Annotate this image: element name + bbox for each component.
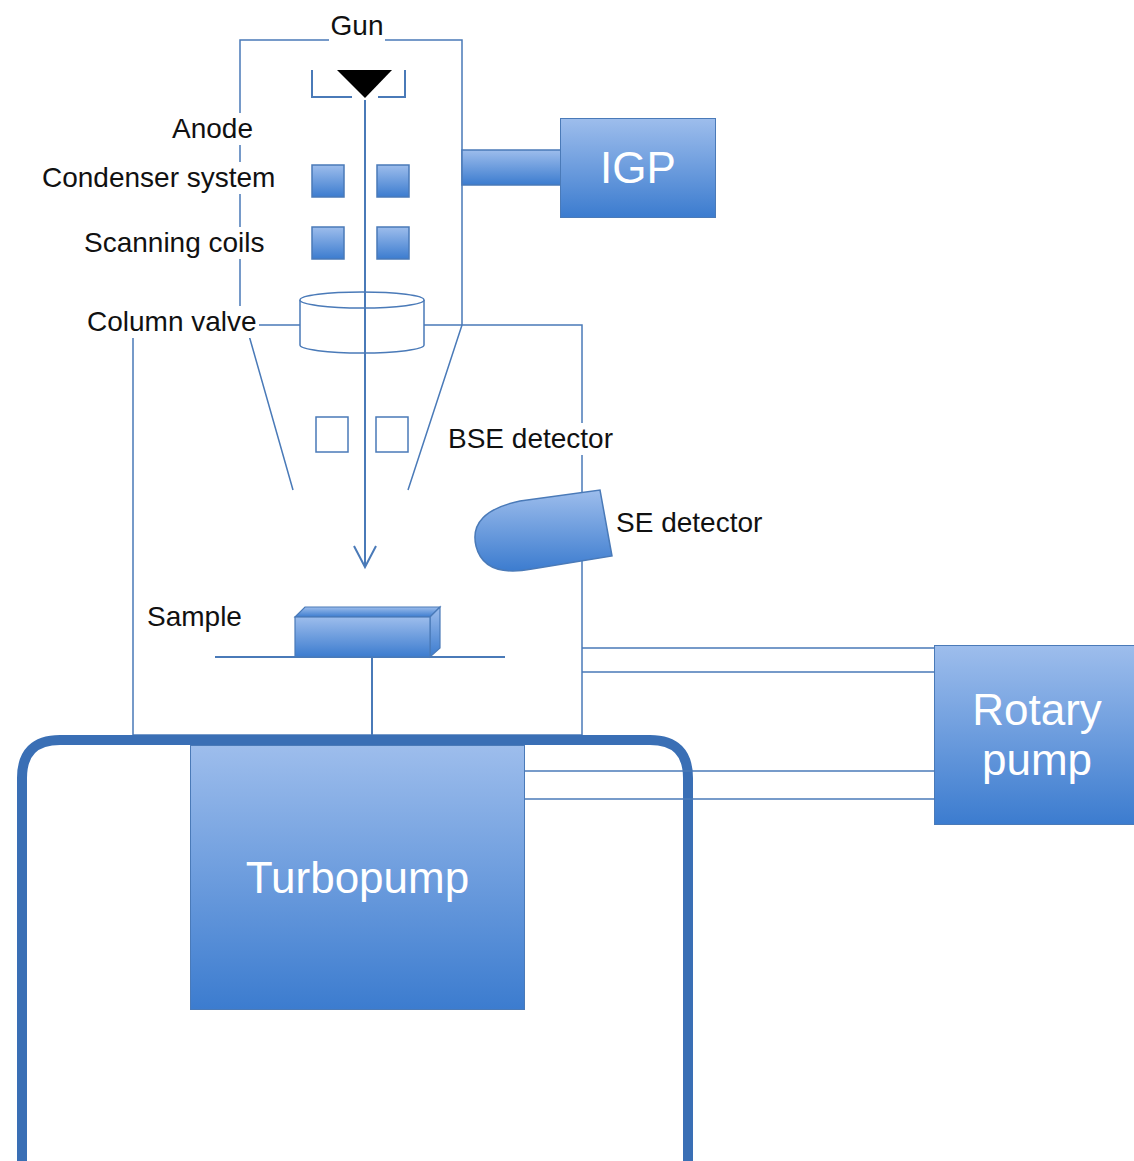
scanning-coil [377, 227, 409, 259]
bse-detector-label: BSE detector [446, 423, 615, 455]
roughing-line [582, 648, 934, 672]
turbopump: Turbopump [190, 745, 525, 1010]
pump-housing [22, 740, 688, 1161]
se-detector-label: SE detector [614, 507, 764, 539]
rotary-pump: Rotary pump [934, 645, 1134, 825]
igp-pipe [462, 150, 561, 185]
condenser-lens [377, 165, 409, 197]
column-valve-label: Column valve [85, 306, 259, 338]
node-text: IGP [594, 137, 682, 199]
anode-label: Anode [170, 113, 255, 145]
node-text: Rotary pump [935, 679, 1134, 791]
bse-detector [316, 417, 348, 452]
pipe-wall [525, 798, 934, 800]
pipe-wall [525, 770, 934, 772]
bse-detector [376, 417, 408, 452]
condenser-lens [312, 165, 344, 197]
sample-label: Sample [145, 601, 244, 633]
gun-cup [312, 70, 405, 97]
gun-filament [337, 70, 392, 98]
scanning-coils-label: Scanning coils [82, 227, 267, 259]
gun-label: Gun [329, 10, 386, 42]
sample-stage [215, 657, 505, 735]
se-detector [475, 490, 612, 571]
condenser-label: Condenser system [40, 162, 277, 194]
column-valve [300, 292, 424, 353]
ion-getter-pump: IGP [560, 118, 716, 218]
sample-block [295, 607, 440, 657]
electron-beam [354, 100, 376, 567]
vacuum-line [525, 771, 934, 799]
node-text: Turbopump [240, 847, 475, 909]
scanning-coil [312, 227, 344, 259]
